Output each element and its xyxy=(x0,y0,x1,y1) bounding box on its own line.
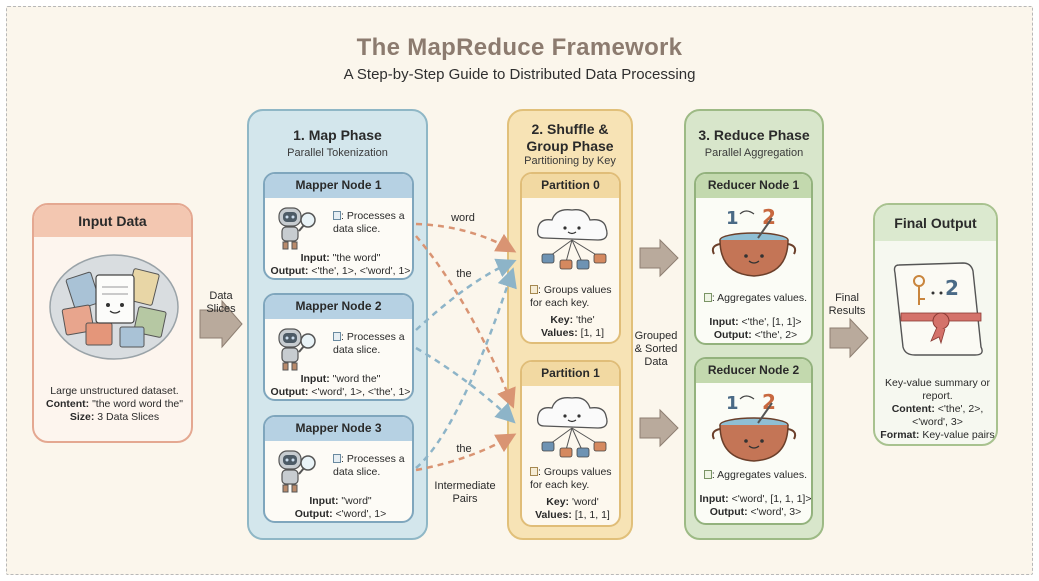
reducer-node-2-output: Output: <'word', 3> xyxy=(709,506,802,518)
grouped-sorted-label: Grouped & Sorted Data xyxy=(634,330,678,368)
mapper-node-1-output: Output: <'the', 1>, <'word', 1> xyxy=(270,265,411,277)
shuffle-phase-subtitle: Partitioning by Key xyxy=(524,155,616,167)
cooking-pot-icon: 1 2 xyxy=(711,205,797,277)
input-data-title: Input Data xyxy=(78,213,147,229)
partition-0-values: Values: [1, 1] xyxy=(540,327,605,339)
cooking-pot-icon: 1 2 xyxy=(711,390,797,462)
partition-1-description: : Groups values for each key. xyxy=(530,466,612,491)
page-subtitle: A Step-by-Step Guide to Distributed Data… xyxy=(343,66,696,83)
reducer-node-1-output: Output: <'the', 2> xyxy=(713,329,798,341)
pair-label-the-2: the xyxy=(456,443,472,455)
document-icon xyxy=(333,454,341,463)
scroll-key-icon: 2 xyxy=(893,262,983,356)
mapper-node-3: Mapper Node 3 : Processes a data slice. … xyxy=(263,415,414,523)
reduce-phase-subtitle: Parallel Aggregation xyxy=(704,147,804,159)
document-icon xyxy=(530,285,538,294)
reduce-phase-title: 3. Reduce Phase xyxy=(698,127,810,143)
reducer-node-1-input: Input: <'the', [1, 1]> xyxy=(709,316,802,328)
chart-doc-icon xyxy=(703,470,712,479)
reducer-node-2: Reducer Node 2 1 2 : Aggregates values. … xyxy=(694,357,813,525)
input-data-size: Size: 3 Data Slices xyxy=(69,411,160,423)
glyph-one: 1 xyxy=(726,393,739,414)
glyph-two: 2 xyxy=(762,205,776,229)
mapper-node-2-process: : Processes a data slice. xyxy=(333,331,405,356)
mapper-node-2-title: Mapper Node 2 xyxy=(265,295,412,319)
input-data-content: Content: "the word word the" xyxy=(46,398,183,410)
reducer-node-1-description: : Aggregates values. xyxy=(698,292,811,305)
reducer-node-1-title: Reducer Node 1 xyxy=(696,174,811,198)
final-output-title: Final Output xyxy=(894,215,977,231)
document-icon xyxy=(703,293,712,302)
partition-0-description: : Groups values for each key. xyxy=(530,284,612,309)
partition-0-key: Key: 'the' xyxy=(550,314,595,326)
partition-0-title: Partition 0 xyxy=(522,174,619,198)
data-slices-label: Data Slices xyxy=(206,290,236,315)
mapper-node-1-input: Input: "the word" xyxy=(300,252,381,264)
mapper-node-1-process: : Processes a data slice. xyxy=(333,210,405,235)
document-icon xyxy=(333,332,341,341)
mapper-node-3-process: : Processes a data slice. xyxy=(333,453,405,478)
glyph-two: 2 xyxy=(945,276,959,300)
glyph-one: 1 xyxy=(726,208,739,229)
robot-magnifier-icon xyxy=(278,207,316,250)
input-data-description: Large unstructured dataset. xyxy=(50,385,179,397)
mapper-node-3-title: Mapper Node 3 xyxy=(265,417,412,441)
map-phase-title: 1. Map Phase xyxy=(293,127,382,143)
mapper-node-2-input: Input: "word the" xyxy=(300,373,381,385)
partition-0: Partition 0 : Groups values for each key… xyxy=(520,172,621,344)
glyph-two: 2 xyxy=(762,390,776,414)
partition-1-title: Partition 1 xyxy=(522,362,619,386)
reducer-node-2-description: : Aggregates values. xyxy=(698,469,811,482)
reducer-node-2-title: Reducer Node 2 xyxy=(696,359,811,383)
partition-1-values: Values: [1, 1, 1] xyxy=(535,509,610,521)
document-icon xyxy=(333,211,341,220)
reducer-node-1: Reducer Node 1 1 2 : Aggregates values. … xyxy=(694,172,813,345)
final-output-format: Format: Key-value pairs xyxy=(880,429,995,441)
input-data-header xyxy=(34,205,191,237)
map-phase-subtitle: Parallel Tokenization xyxy=(287,147,388,159)
robot-magnifier-icon xyxy=(278,328,316,371)
pair-label-the-1: the xyxy=(456,268,472,280)
final-output-panel: Final Output 2 Key-value summary or repo… xyxy=(873,203,998,446)
mapper-node-2-output: Output: <'word', 1>, <'the', 1> xyxy=(270,386,411,398)
partition-1-key: Key: 'word' xyxy=(546,496,599,508)
cloud-tags-icon xyxy=(536,397,608,458)
reducer-node-2-input: Input: <'word', [1, 1, 1]> xyxy=(699,493,812,505)
mapper-node-1-title: Mapper Node 1 xyxy=(265,174,412,198)
mapper-node-2: Mapper Node 2 : Processes a data slice. … xyxy=(263,293,414,401)
mapper-node-3-input: Input: "word" xyxy=(309,495,372,507)
final-output-header xyxy=(875,205,996,241)
final-results-label: Final Results xyxy=(828,292,866,317)
shuffle-phase-title: 2. Shuffle & Group Phase xyxy=(526,121,614,154)
robot-magnifier-icon xyxy=(278,450,316,493)
page-title: The MapReduce Framework xyxy=(356,34,683,61)
mapper-node-3-output: Output: <'word', 1> xyxy=(294,508,387,520)
pair-label-word: word xyxy=(451,212,475,224)
partition-1: Partition 1 : Groups values for each key… xyxy=(520,360,621,527)
input-data-panel: Input Data Large unstructured dataset. C… xyxy=(32,203,193,443)
cloud-tags-icon xyxy=(536,209,608,270)
intermediate-pairs-label: Intermediate Pairs xyxy=(434,480,496,505)
document-pile-icon xyxy=(49,254,179,360)
final-output-description: Key-value summary or report. xyxy=(884,377,991,402)
document-icon xyxy=(530,467,538,476)
final-output-content: Content: <'the', 2>, <'word', 3> xyxy=(891,403,984,428)
mapper-node-1: Mapper Node 1 : Processes a data slice. … xyxy=(263,172,414,280)
